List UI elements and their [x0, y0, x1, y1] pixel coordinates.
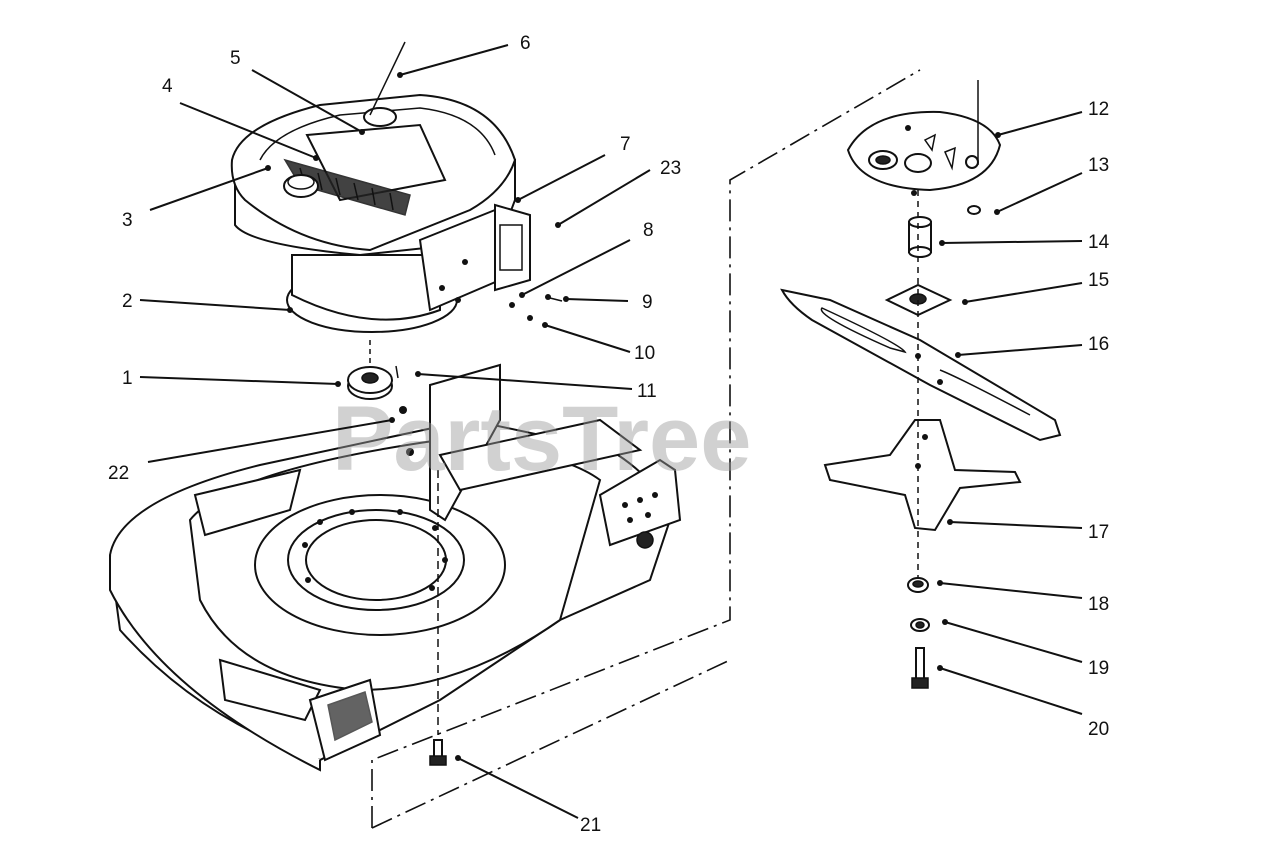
- callout-6: 6: [520, 33, 531, 54]
- lock-washer: [910, 618, 930, 632]
- deck-bolt: [429, 470, 447, 766]
- callout-16: 16: [1088, 334, 1109, 355]
- disc-washer: [967, 205, 981, 215]
- watermark: PartsTree: [332, 388, 751, 490]
- pulley: [347, 366, 393, 400]
- callout-labels: 1 2 3 4 5 6 7 8 9 10 11 12 13 14 15 16 1…: [108, 33, 1110, 836]
- callout-21: 21: [580, 815, 601, 836]
- callout-9: 9: [642, 292, 653, 313]
- blade-adapter-disc: [846, 80, 1002, 196]
- pulley-key: [399, 406, 407, 414]
- callout-4: 4: [162, 76, 173, 97]
- callout-15: 15: [1088, 270, 1109, 291]
- callout-8: 8: [643, 220, 654, 241]
- callout-18: 18: [1088, 594, 1109, 615]
- fasteners-engine-right: [509, 294, 563, 321]
- callout-14: 14: [1088, 232, 1110, 253]
- callout-2: 2: [122, 291, 133, 312]
- callout-12: 12: [1088, 99, 1109, 120]
- callout-17: 17: [1088, 522, 1109, 543]
- callout-10: 10: [634, 343, 655, 364]
- callout-11: 11: [637, 381, 657, 402]
- leader-lines: [139, 44, 1083, 819]
- assembly-reference-line-2: [371, 659, 731, 829]
- blade-adapter: [823, 419, 1022, 532]
- callout-7: 7: [620, 134, 631, 155]
- assembly-reference-line: [371, 69, 921, 828]
- callout-1: 1: [122, 368, 133, 389]
- blade-washer: [907, 577, 929, 593]
- engine-assembly: [230, 41, 531, 333]
- callout-22: 22: [108, 463, 129, 484]
- callout-23: 23: [660, 158, 681, 179]
- callout-13: 13: [1088, 155, 1109, 176]
- blade-bushing: [908, 216, 932, 258]
- callout-19: 19: [1088, 658, 1109, 679]
- callout-3: 3: [122, 210, 133, 231]
- blade-bolt: [911, 647, 929, 689]
- callout-5: 5: [230, 48, 241, 69]
- callout-20: 20: [1088, 719, 1109, 740]
- mower-deck: [108, 363, 682, 772]
- cutting-blade: [780, 288, 1062, 442]
